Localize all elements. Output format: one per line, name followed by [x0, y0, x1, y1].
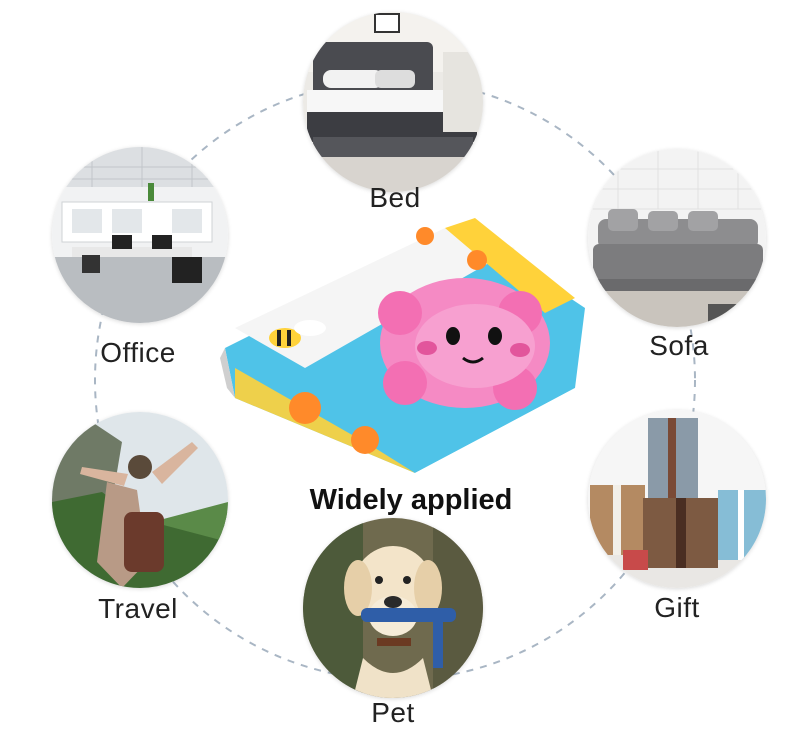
- widely-applied-title: Widely applied: [309, 484, 513, 516]
- sofa-photo: [588, 149, 766, 327]
- office-label: Office: [100, 337, 176, 368]
- travel-label: Travel: [98, 593, 178, 624]
- pet-photo: [303, 518, 483, 698]
- travel-photo: [52, 412, 228, 588]
- office-photo: [52, 147, 228, 323]
- sofa-label: Sofa: [649, 330, 709, 361]
- bed-photo: [303, 12, 483, 192]
- gift-photo: [588, 410, 766, 588]
- folded-blanket-image: [220, 218, 585, 483]
- pet-label: Pet: [371, 697, 415, 728]
- bed-label: Bed: [369, 182, 421, 213]
- gift-label: Gift: [654, 592, 700, 623]
